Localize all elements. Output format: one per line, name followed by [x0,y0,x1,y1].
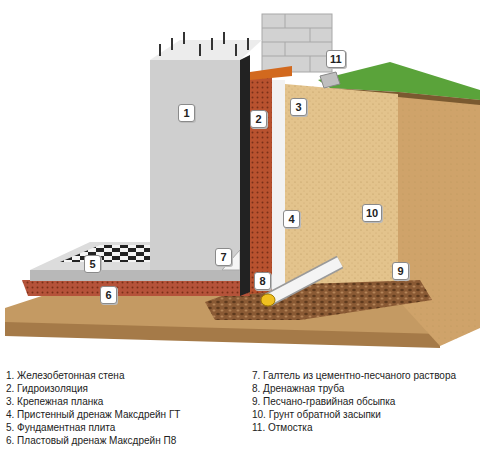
drain-pipe [268,262,340,300]
legend-item: 3. Крепежная планка [6,396,103,408]
callout-number: 2 [250,110,267,128]
wall-drainage-texture [250,72,272,294]
ground-base-edge [5,322,440,348]
legend-item: 8. Дренажная труба [252,383,344,395]
wall-drainage [250,72,272,294]
natural-ground-texture [398,92,480,346]
waterproofing [240,55,250,296]
pipe-outline [268,262,340,300]
callout-number: 8 [254,272,271,290]
callout-number: 5 [84,255,101,273]
legend-item: 7. Галтель из цементно-песчаного раствор… [252,370,456,382]
block-wall [262,14,332,72]
concrete-wall [150,60,240,270]
foundation-illustration [0,0,500,362]
wall-top [150,40,262,60]
callout-number: 7 [215,248,232,266]
legend-item: 1. Железобетонная стена [6,370,124,382]
natural-ground [398,92,480,346]
pipe-end [261,294,275,306]
legend-item: 6. Пластовый дренаж Максдрейн П8 [6,435,176,447]
callout-number: 10 [362,204,382,222]
sheet-drainage-texture [22,280,250,296]
callout-number: 1 [178,104,195,122]
fixing-bar [250,66,292,80]
blind-area [320,72,340,88]
rebar [160,32,248,56]
callout-number: 6 [100,286,117,304]
sheet-drainage [22,280,250,296]
legend-item: 10. Грунт обратной засыпки [252,409,381,421]
legend-item: 11. Отмостка [252,422,312,434]
callout-number: 3 [290,98,307,116]
geotextile [272,80,285,292]
block-joints [262,14,332,72]
foundation-slab-front [30,270,240,281]
legend-item: 5. Фундаментная плита [6,422,115,434]
callout-number: 4 [283,210,300,228]
legend-item: 4. Пристенный дренаж Максдрейн ГТ [6,409,180,421]
callout-number: 9 [392,262,409,280]
callout-number: 11 [326,50,346,68]
legend-item: 2. Гидроизоляция [6,383,88,395]
legend-item: 9. Песчано-гравийная обсыпка [252,396,395,408]
